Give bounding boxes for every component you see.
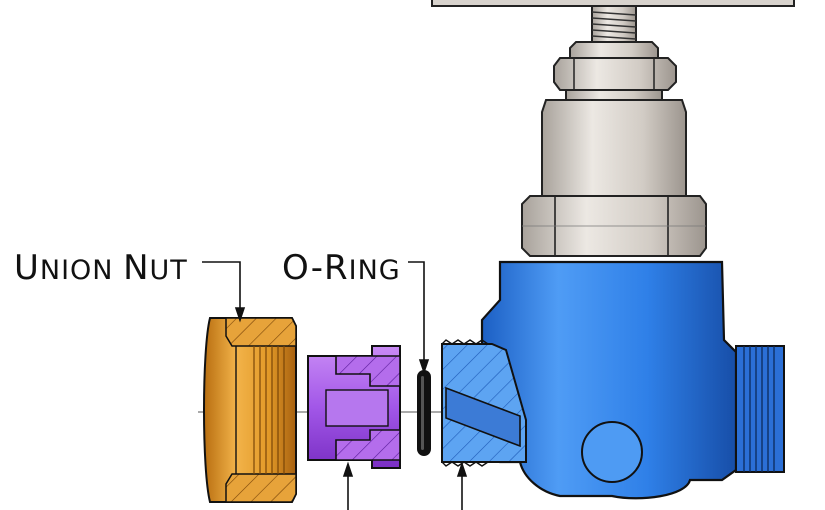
bonnet-nut bbox=[521, 195, 707, 257]
leader-valve-body bbox=[456, 461, 468, 510]
leader-union-nut bbox=[202, 261, 246, 323]
bonnet bbox=[541, 99, 687, 197]
valve-body bbox=[441, 260, 785, 500]
packing-nut bbox=[553, 41, 677, 101]
o-ring-label: O-RING bbox=[282, 248, 401, 288]
union-nut bbox=[203, 317, 297, 503]
leader-tailpiece bbox=[342, 461, 354, 510]
tailpiece bbox=[307, 345, 401, 469]
o-ring bbox=[417, 370, 431, 456]
stem bbox=[591, 5, 637, 43]
union-nut-label: UNION NUT bbox=[14, 248, 188, 288]
leader-o-ring bbox=[408, 261, 430, 375]
